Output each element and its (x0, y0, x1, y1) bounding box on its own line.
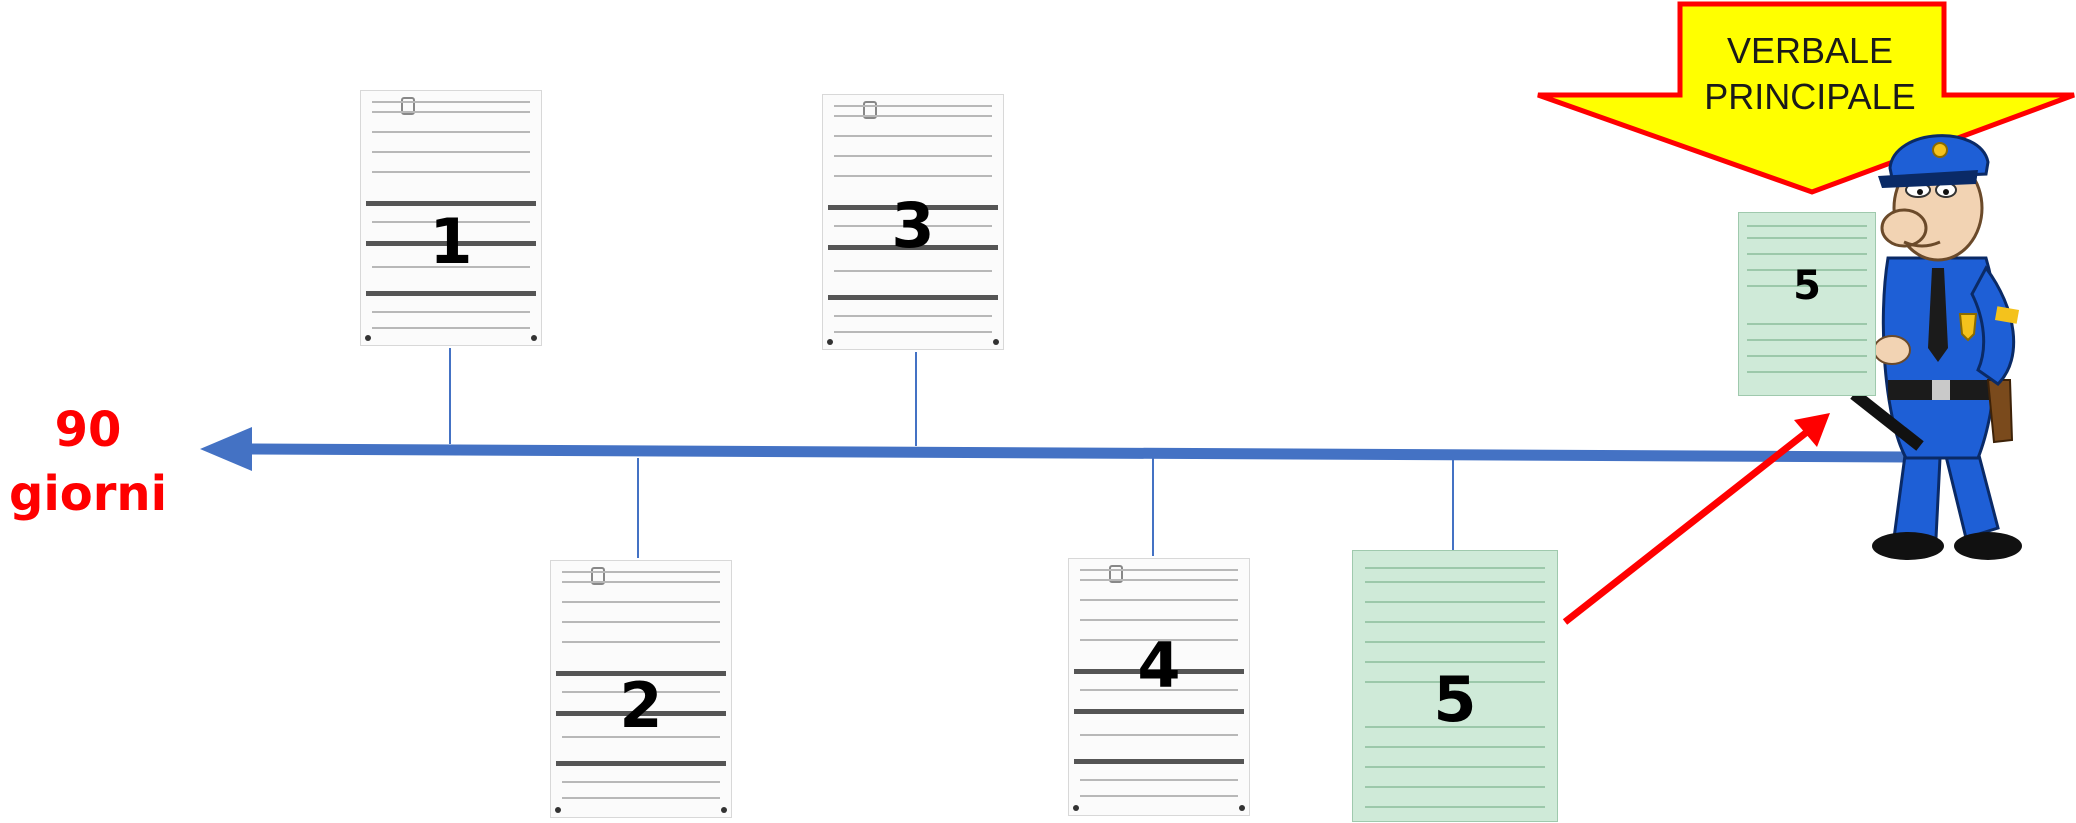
document-4: 4 (1068, 558, 1250, 816)
document-2: 2 (550, 560, 732, 818)
document-3: 3 (822, 94, 1004, 350)
axis-duration-value: 90 (54, 402, 122, 458)
timeline-axis-line (247, 443, 1911, 463)
document-2-number: 2 (619, 669, 663, 742)
document-5: 5 (1352, 550, 1558, 822)
timeline-arrowhead (200, 427, 252, 471)
document-1-number: 1 (429, 205, 473, 278)
document-3-number: 3 (891, 189, 935, 262)
police-officer-icon (1850, 134, 2022, 560)
pointer-arrow-head (1794, 413, 1830, 447)
banner-text: VERBALE PRINCIPALE (1680, 28, 1940, 120)
axis-duration-unit: giorni (8, 466, 168, 522)
document-4-number: 4 (1137, 629, 1181, 702)
document-5-number: 5 (1433, 663, 1477, 736)
banner-line-1: VERBALE (1726, 30, 1894, 71)
pointer-arrow-line (1562, 425, 1815, 625)
highlighted-document-5-number: 5 (1793, 263, 1821, 309)
banner-line-2: PRINCIPALE (1704, 76, 1916, 117)
highlighted-document-5: 5 (1738, 212, 1876, 396)
document-1: 1 (360, 90, 542, 346)
axis-duration-label: 90 giorni (4, 398, 172, 526)
